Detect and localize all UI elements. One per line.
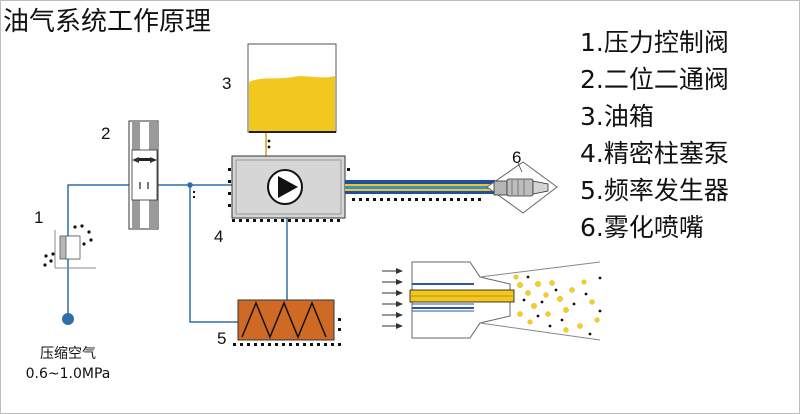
legend-item: 6.雾化喷嘴 [580, 213, 704, 242]
nozzle-icon [506, 178, 534, 197]
air-source-icon [62, 313, 74, 325]
label-generator-5: 5 [217, 329, 227, 348]
legend: 1.压力控制阀 2.二位二通阀 3.油箱 4.精密柱塞泵 5.频率发生器 6.雾… [580, 24, 729, 246]
pump-dots-bottom [228, 168, 350, 222]
label-valve-2: 2 [101, 124, 111, 143]
legend-item: 1.压力控制阀 [580, 28, 729, 57]
legend-item: 5.频率发生器 [580, 176, 729, 205]
marker-dot [193, 196, 195, 198]
legend-item: 3.油箱 [580, 102, 654, 131]
nozzle-detail [382, 261, 602, 341]
pressure-control-valve [43, 224, 96, 269]
two-way-valve [128, 120, 159, 230]
air-source-label: 压缩空气 0.6~1.0MPa [20, 344, 116, 384]
atomizing-nozzle [486, 161, 558, 214]
legend-item: 4.精密柱塞泵 [580, 139, 729, 168]
pipe-junction [187, 182, 193, 188]
legend-item: 2.二位二通阀 [580, 65, 729, 94]
air-source-name: 压缩空气 [40, 346, 96, 362]
oil-tank [247, 43, 337, 157]
label-tank-3: 3 [222, 74, 232, 93]
label-valve-1: 1 [34, 208, 44, 227]
marker-dot [193, 191, 195, 193]
label-pump-4: 4 [214, 227, 224, 246]
air-source-pressure: 0.6~1.0MPa [25, 366, 111, 382]
plunger-pump [228, 155, 350, 222]
diagram-title: 油气系统工作原理 [3, 7, 212, 37]
air-pipes [67, 184, 288, 323]
oil-air-line [345, 180, 495, 201]
label-nozzle-6: 6 [512, 148, 522, 167]
frequency-generator [233, 299, 341, 346]
